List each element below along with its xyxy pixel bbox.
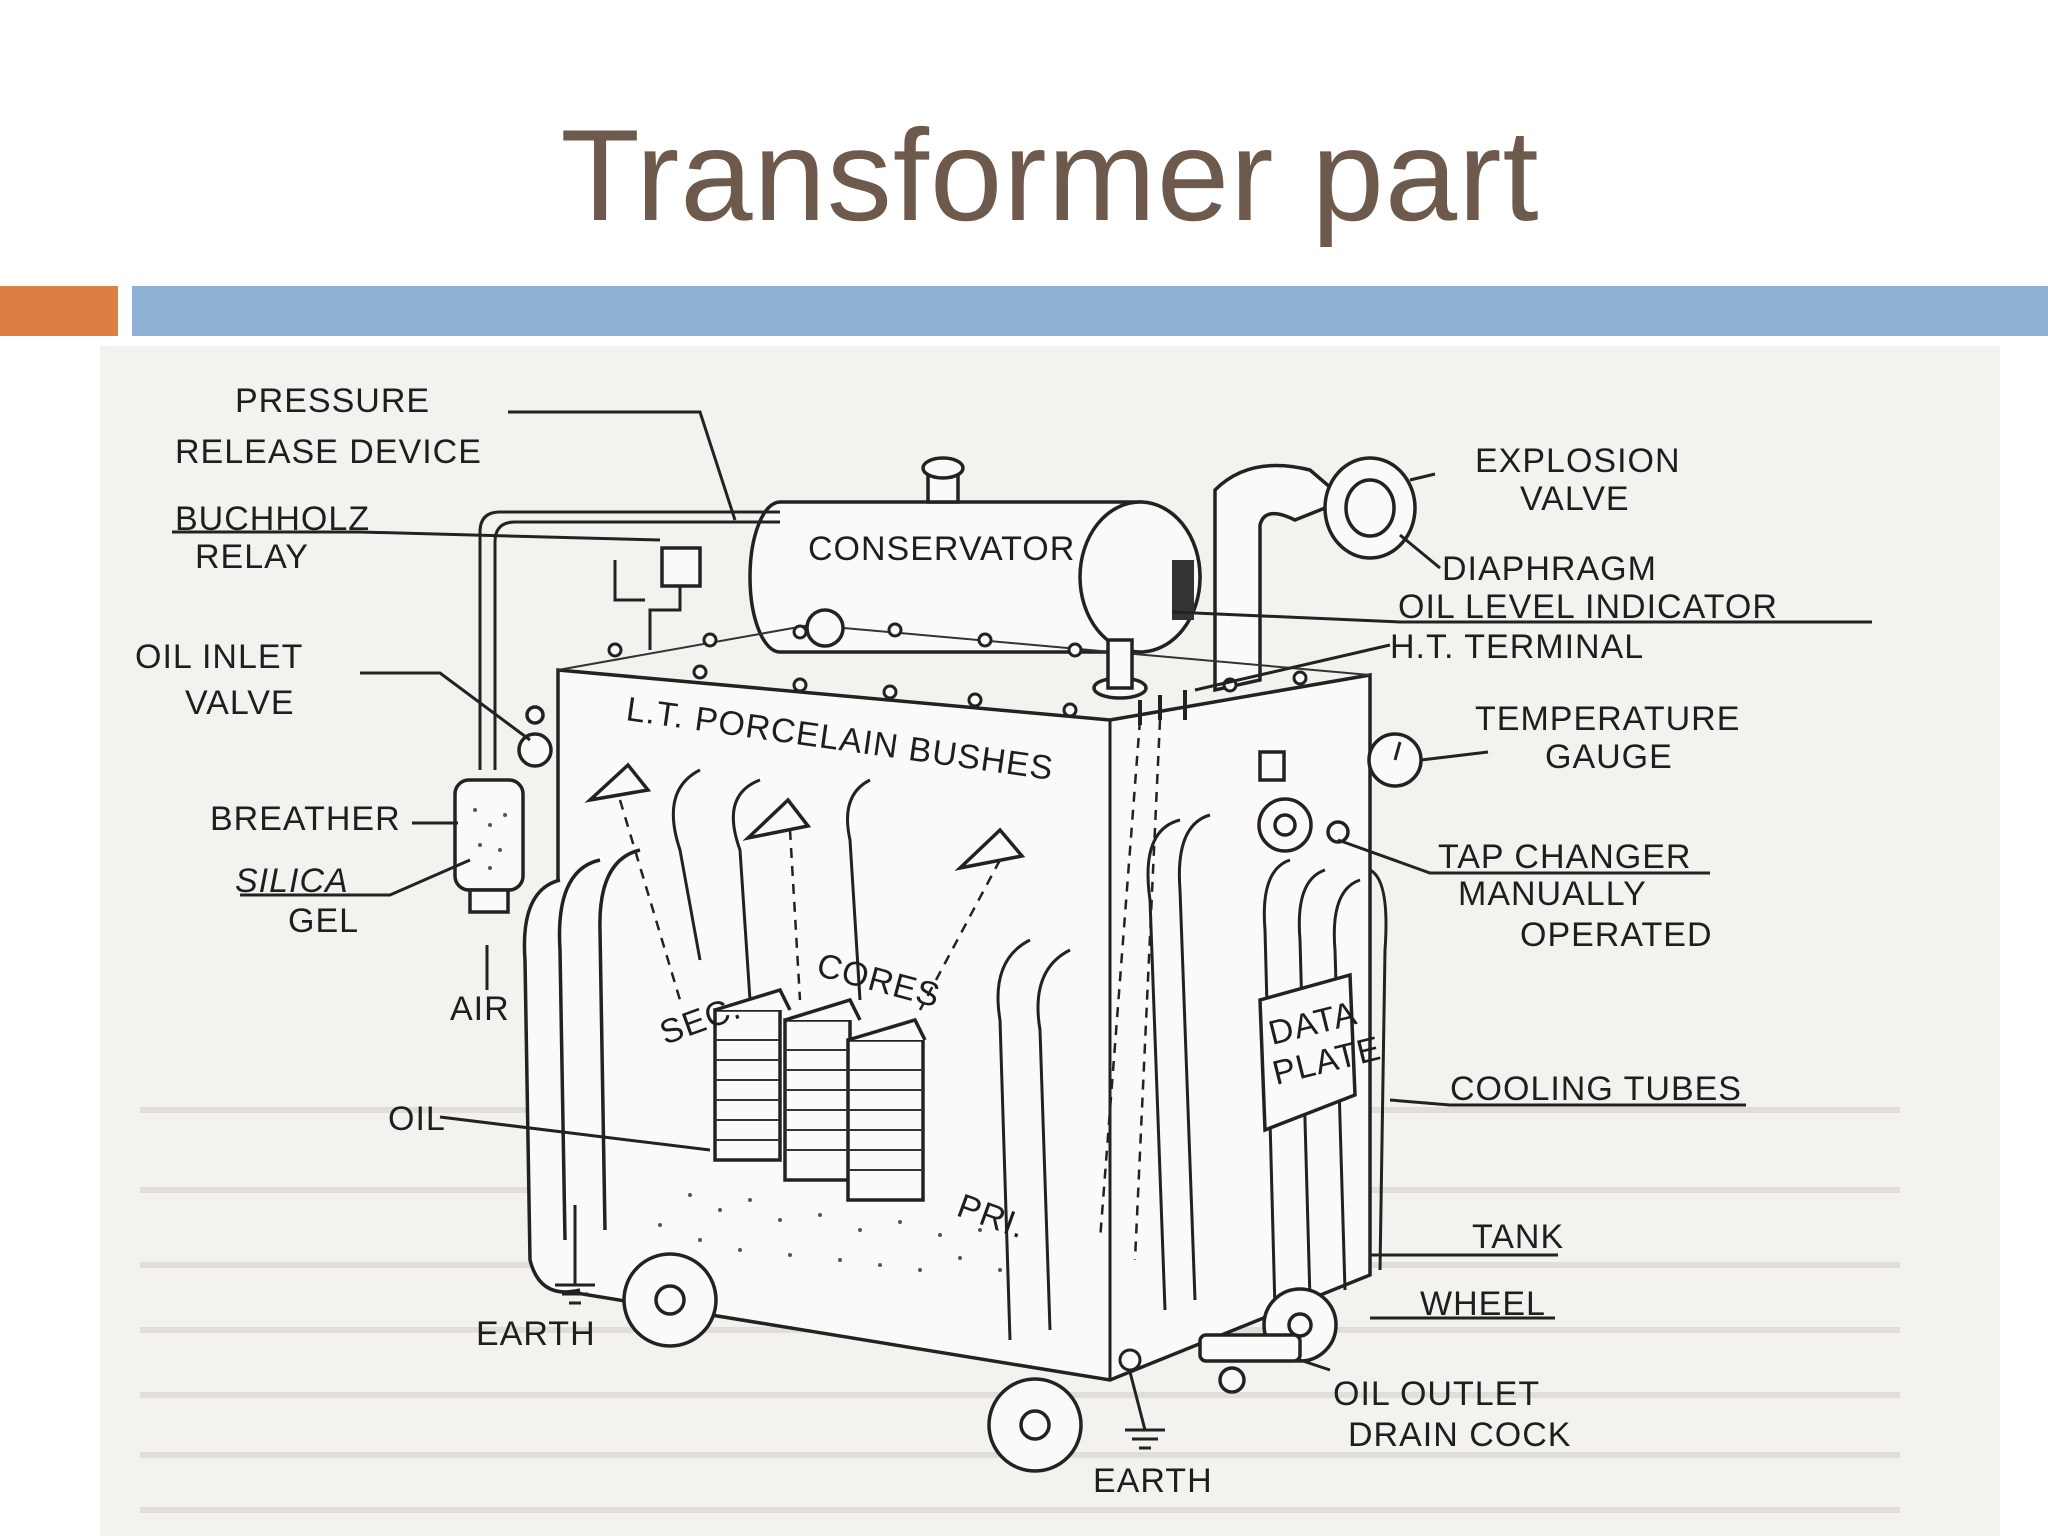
oil-inlet-valve	[517, 705, 553, 768]
oil-level	[658, 1193, 1002, 1272]
explosion-vent-pipe	[1213, 456, 1417, 693]
label-wheel: WHEEL	[1420, 1285, 1546, 1323]
label-earth-bottom: EARTH	[1093, 1462, 1213, 1500]
label-pressure: PRESSURE	[235, 382, 430, 420]
accent-bar-blue	[132, 286, 2048, 336]
breather	[453, 778, 525, 914]
label-cooling-tubes: COOLING TUBES	[1450, 1070, 1742, 1108]
label-tank: TANK	[1472, 1218, 1564, 1256]
label-oil: OIL	[388, 1100, 446, 1138]
transformer-diagram: PRESSURE RELEASE DEVICE BUCHHOLZ RELAY O…	[100, 346, 2000, 1536]
label-oil-outlet: OIL OUTLET	[1333, 1375, 1540, 1413]
label-silica: SILICA	[235, 862, 349, 900]
cooling-tubes-right	[1146, 813, 1388, 1311]
label-release-device: RELEASE DEVICE	[175, 433, 482, 471]
label-operated: OPERATED	[1520, 916, 1713, 954]
tap-changer	[1257, 797, 1350, 853]
label-buchholz: BUCHHOLZ	[175, 500, 370, 538]
wheels	[622, 1252, 1338, 1473]
label-explosion: EXPLOSION	[1475, 442, 1681, 480]
temperature-gauge	[1258, 732, 1423, 788]
label-temperature: TEMPERATURE	[1475, 700, 1740, 738]
slide-title: Transformer part	[560, 102, 1540, 248]
label-breather: BREATHER	[210, 800, 401, 838]
label-conservator: CONSERVATOR	[808, 530, 1075, 568]
pipework	[478, 510, 780, 770]
label-diaphragm: DIAPHRAGM	[1442, 550, 1657, 588]
accent-bar-orange	[0, 286, 118, 336]
tank-top-bolts	[607, 622, 1308, 718]
drain-cock	[1198, 1333, 1302, 1394]
label-drain-cock: DRAIN COCK	[1348, 1416, 1571, 1454]
label-manually: MANUALLY	[1458, 875, 1647, 913]
cooling-tubes-left	[522, 768, 1071, 1341]
label-valve: VALVE	[185, 684, 295, 722]
earth-symbols	[555, 1205, 1165, 1450]
label-gel: GEL	[288, 902, 359, 940]
lt-porcelain-bushings	[584, 608, 1148, 871]
label-earth-left: EARTH	[476, 1315, 596, 1353]
leader-lines	[172, 410, 1872, 1372]
data-plate	[1258, 972, 1357, 1133]
label-tap-changer: TAP CHANGER	[1438, 838, 1691, 876]
conservator-tank	[748, 456, 1202, 654]
label-ht-terminal: H.T. TERMINAL	[1390, 628, 1644, 666]
label-oil-inlet: OIL INLET	[135, 638, 303, 676]
label-oil-level-indicator: OIL LEVEL INDICATOR	[1398, 588, 1778, 626]
label-explosion-valve: VALVE	[1520, 480, 1630, 518]
transformer-cores	[713, 987, 927, 1202]
internal-leads	[618, 719, 1162, 1261]
label-gauge: GAUGE	[1545, 738, 1673, 776]
label-air: AIR	[450, 990, 510, 1028]
label-relay: RELAY	[195, 538, 309, 576]
